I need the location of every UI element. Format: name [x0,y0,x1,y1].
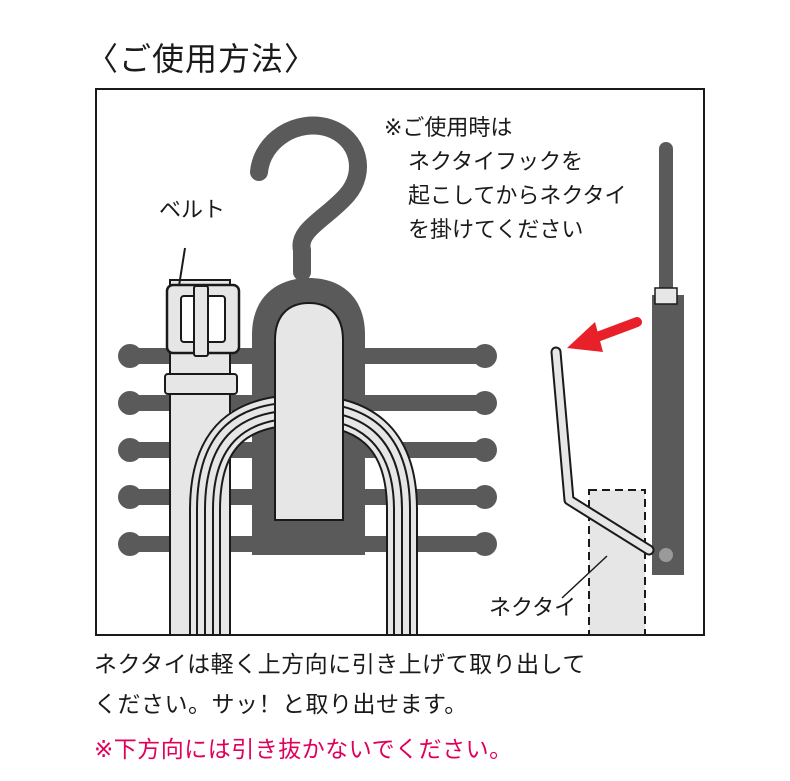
note-line-2: ネクタイフックを [408,150,584,175]
diagram-panel: ※ご使用時は ネクタイフックを 起こしてからネクタイ を掛けてください ベルト … [95,88,705,636]
usage-diagram [118,116,684,634]
caption-line-2: ください。サッ！と取り出せます。 [94,692,468,718]
side-view-hanger [652,142,684,575]
warning-text: ※下方向には引き抜かないでください。 [94,737,513,763]
note-line-1: ※ご使用時は [384,116,513,141]
page-title: 〈ご使用方法〉 [86,40,318,78]
caption-line-1: ネクタイは軽く上方向に引き上げて取り出して [94,652,586,678]
arrow-icon [567,317,642,352]
note-line-3: 起こしてからネクタイ [408,184,627,209]
inner-plate [274,301,344,521]
label-belt: ベルト [159,198,226,223]
usage-note: ※ご使用時は ネクタイフックを 起こしてからネクタイ を掛けてください [384,112,626,248]
label-tie: ネクタイ [489,596,577,621]
hanger-hook [250,116,367,281]
note-line-4: を掛けてください [408,218,584,243]
